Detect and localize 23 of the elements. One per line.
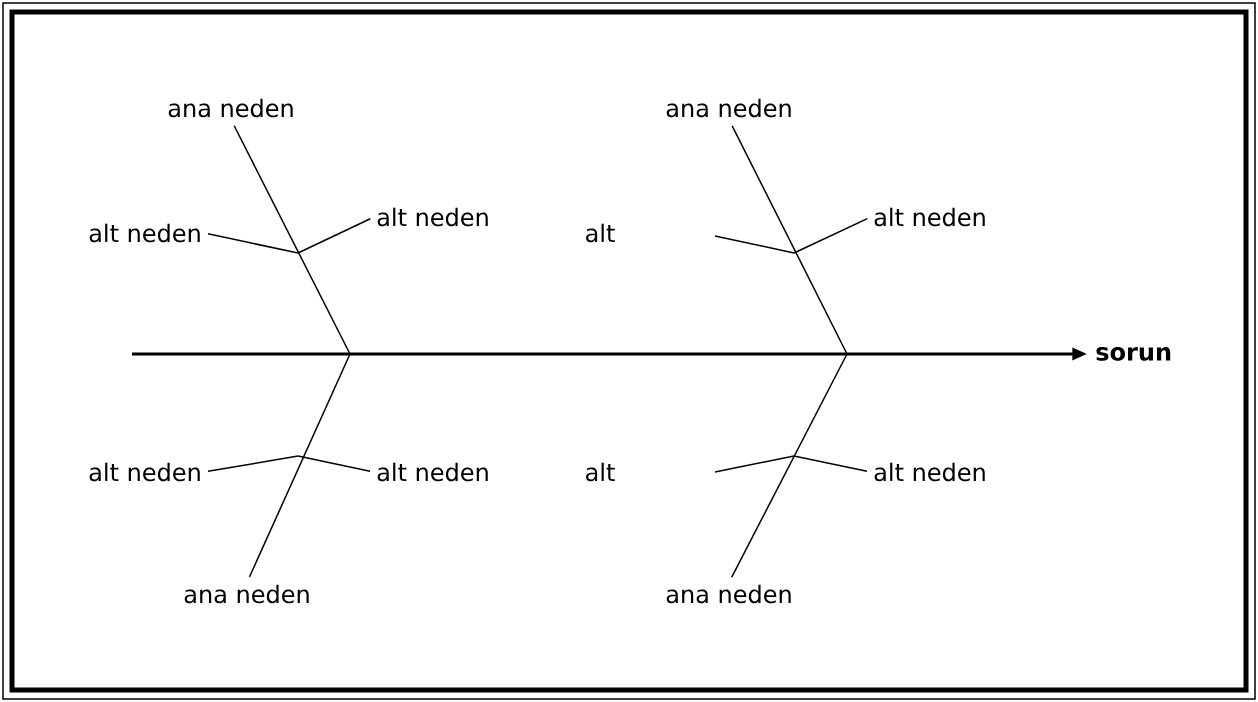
bone-line [731,125,848,355]
cause-label: ana neden [666,584,791,604]
bone-line [297,455,371,472]
bone-line [207,233,299,254]
bone-line [793,217,869,254]
bone-line [297,217,372,254]
bone-line [248,353,351,578]
sub-cause-label: alt neden [377,207,488,227]
sub-cause-label: alt neden [89,462,200,482]
cause-label: ana neden [184,584,309,604]
bone-line [233,125,351,355]
sub-cause-label: alt neden [874,462,985,482]
cause-label: ana neden [666,98,791,118]
sub-cause-label: alt neden [874,207,985,227]
cause-label: ana neden [168,98,293,118]
bone-line [793,455,868,472]
sub-cause-label: alt neden [89,223,200,243]
bone-line [207,455,299,473]
sub-cause-label: alt [586,223,615,243]
sub-cause-label: alt [586,462,615,482]
bone-line [731,353,848,578]
problem-label: sorun [1096,347,1171,361]
sub-cause-label: alt neden [377,462,488,482]
